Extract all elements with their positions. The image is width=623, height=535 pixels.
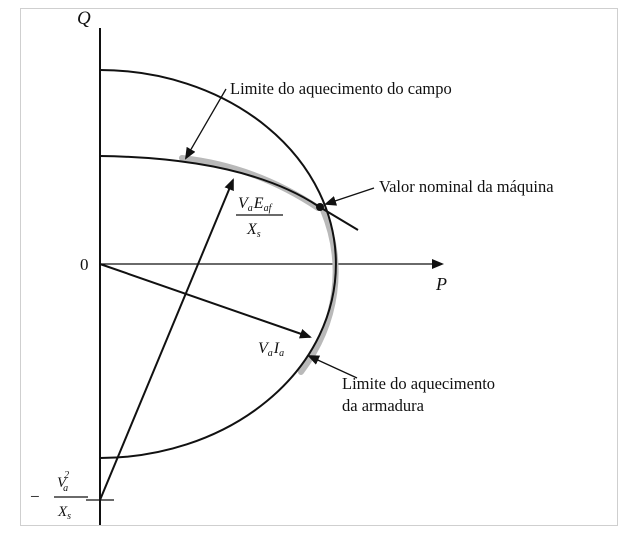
svg-text:V2a: V2a	[57, 470, 69, 494]
field-vector-label: VaEaf Xs	[236, 195, 283, 240]
field-vector	[99, 178, 234, 501]
armature-limit-label-line2: da armadura	[342, 396, 425, 415]
origin-label: 0	[80, 255, 89, 274]
rated-point-label: Valor nominal da máquina	[379, 177, 554, 196]
armature-vector-label: VaIa	[258, 340, 284, 359]
armature-limit-label-line1: Limite do aquecimento	[342, 374, 495, 393]
svg-text:VaIa: VaIa	[258, 340, 284, 359]
operating-limit-shading-arc	[298, 207, 339, 375]
field-heating-arc-extension	[317, 205, 359, 231]
q-axis-label: Q	[77, 8, 91, 29]
svg-text:VaEaf: VaEaf	[238, 195, 273, 214]
armature-heating-circle	[99, 69, 337, 459]
armature-limit-leader	[307, 355, 358, 379]
p-axis-label: P	[435, 274, 447, 294]
svg-text:Xs: Xs	[246, 221, 261, 240]
svg-text:−: −	[30, 487, 40, 506]
field-limit-leader	[184, 88, 227, 160]
rated-point-dot	[316, 203, 324, 211]
svg-text:Xs: Xs	[57, 504, 71, 522]
armature-vector	[99, 263, 312, 339]
operating-limit-shading	[179, 155, 321, 211]
field-limit-label: Limite do aquecimento do campo	[230, 79, 452, 98]
rated-point-leader	[324, 187, 375, 206]
diagram-border	[20, 8, 618, 526]
field-heating-arc	[99, 155, 319, 207]
